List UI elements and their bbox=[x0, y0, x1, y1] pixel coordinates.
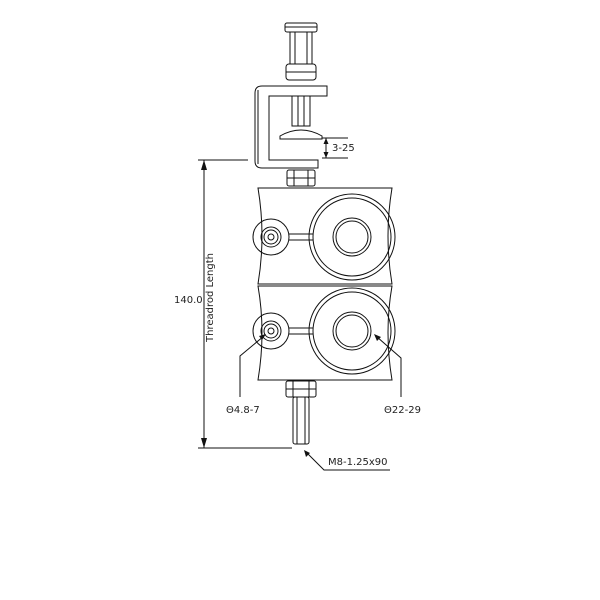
overall-length-dimension bbox=[198, 159, 292, 449]
small-diameter-value: Θ4.8-7 bbox=[226, 405, 260, 416]
adjust-range-dimension bbox=[322, 137, 348, 159]
upper-clamp-block bbox=[252, 187, 396, 285]
top-bolt bbox=[279, 22, 323, 140]
connector-nut bbox=[286, 169, 316, 187]
beam-clamp-frame bbox=[254, 85, 328, 169]
bottom-nut-and-rod bbox=[285, 380, 317, 445]
overall-length-value: 140.0 bbox=[174, 295, 203, 306]
small-diameter-leader bbox=[239, 334, 266, 397]
lower-clamp-block bbox=[252, 285, 396, 381]
threaded-rod-value: M8-1.25x90 bbox=[328, 457, 388, 468]
threaded-rod-leader bbox=[304, 450, 390, 471]
adjust-range-value: 3-25 bbox=[332, 143, 355, 154]
overall-length-caption: Threadrod Length bbox=[205, 253, 216, 343]
large-diameter-value: Θ22-29 bbox=[384, 405, 421, 416]
large-diameter-leader bbox=[374, 334, 402, 397]
